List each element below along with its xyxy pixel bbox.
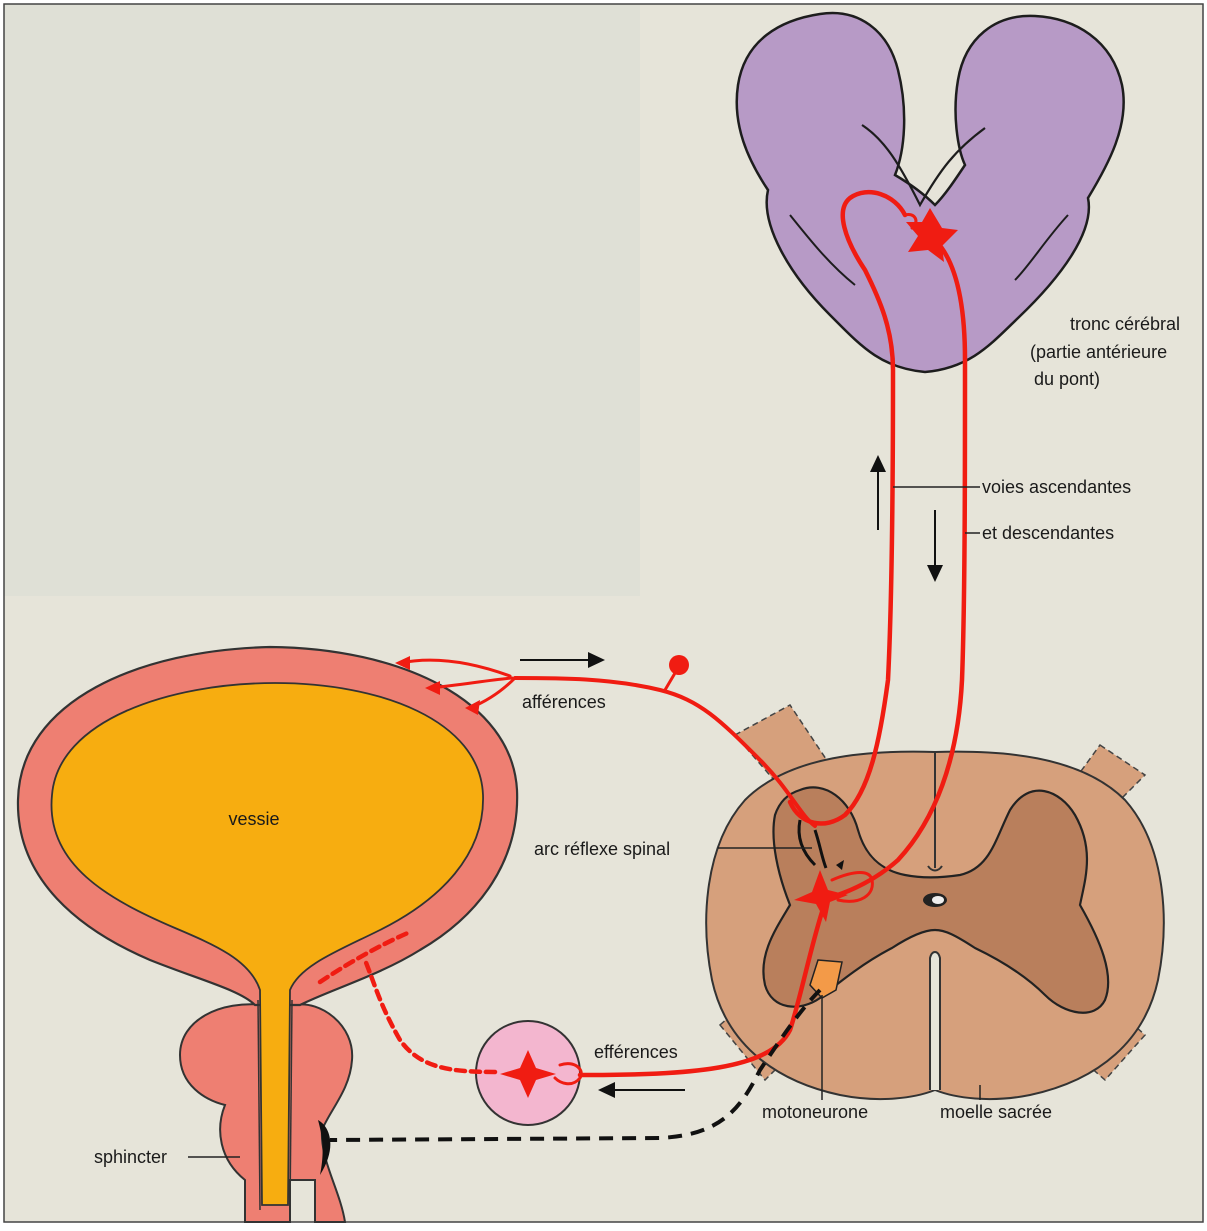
blank-panel xyxy=(4,4,640,596)
label-et-descendantes: et descendantes xyxy=(982,523,1114,543)
label-moelle-sacree: moelle sacrée xyxy=(940,1102,1052,1122)
spinal-cord xyxy=(706,705,1163,1099)
label-vessie: vessie xyxy=(228,809,279,829)
label-arc-reflexe: arc réflexe spinal xyxy=(534,839,670,859)
label-motoneurone: motoneurone xyxy=(762,1102,868,1122)
spinal-ganglion-dot xyxy=(669,655,689,675)
label-afferences: afférences xyxy=(522,692,606,712)
label-efferences: efférences xyxy=(594,1042,678,1062)
label-sphincter: sphincter xyxy=(94,1147,167,1167)
label-tronc-line3: du pont) xyxy=(1034,369,1100,389)
label-voies-ascendantes: voies ascendantes xyxy=(982,477,1131,497)
label-tronc-line2: (partie antérieure xyxy=(1030,342,1167,362)
label-tronc-line1: tronc cérébral xyxy=(1070,314,1180,334)
